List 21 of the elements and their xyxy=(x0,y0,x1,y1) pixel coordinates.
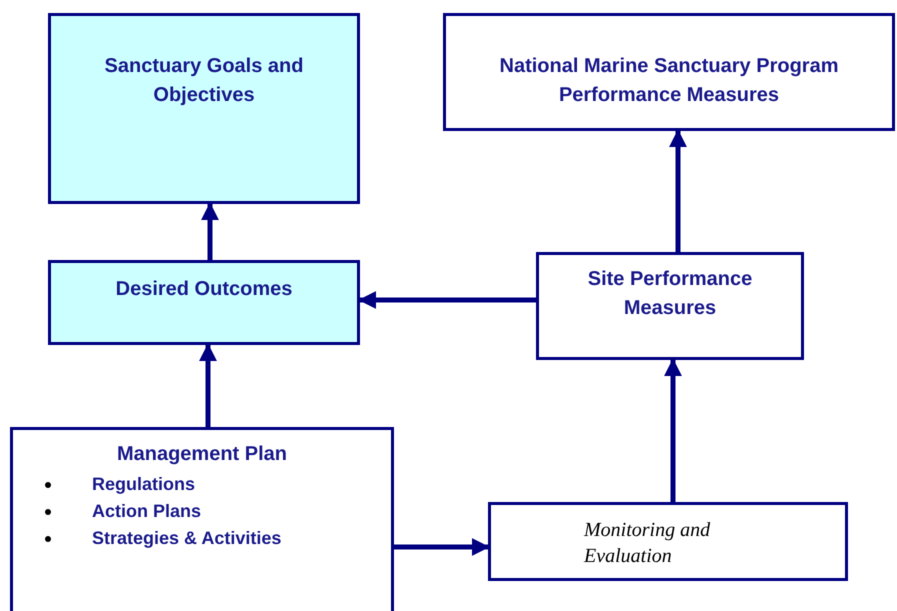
arrow xyxy=(669,129,687,252)
arrow xyxy=(664,358,682,502)
box-text: National Marine Sanctuary Program Performance Measures xyxy=(498,54,840,108)
arrow xyxy=(199,343,217,427)
process-box xyxy=(48,13,360,204)
bullet-item: Action Plans xyxy=(92,501,202,521)
process-box xyxy=(488,502,848,581)
process-box xyxy=(536,252,804,360)
bullet-item: Regulations xyxy=(92,474,196,494)
process-box xyxy=(443,13,895,131)
box-heading: Management Plan xyxy=(116,442,288,467)
arrow xyxy=(201,202,219,260)
box-text: Site Performance Measures xyxy=(586,267,754,321)
process-box xyxy=(48,260,360,345)
arrow xyxy=(358,291,536,309)
box-text: Monitoring and Evaluation xyxy=(584,518,712,569)
arrow xyxy=(394,538,490,556)
box-text: Desired Outcomes xyxy=(116,277,292,302)
process-box xyxy=(10,427,394,611)
box-text: Sanctuary Goals and Objectives xyxy=(104,54,304,108)
bullet-item: Strategies & Activities xyxy=(92,528,282,548)
